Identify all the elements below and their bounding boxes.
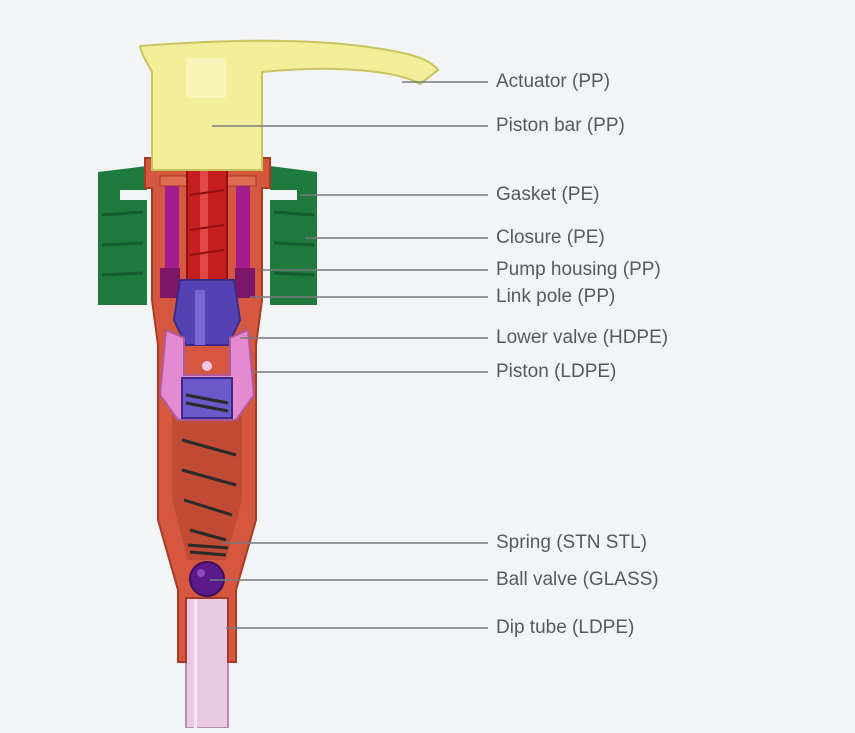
ball-valve-part (189, 561, 225, 597)
label-lower-valve: Lower valve (HDPE) (496, 327, 669, 348)
actuator-part (138, 39, 440, 171)
dip-tube-part (185, 584, 229, 729)
label-ball-valve: Ball valve (GLASS) (496, 569, 659, 590)
label-pump-housing: Pump housing (PP) (496, 259, 661, 280)
spring-part (181, 393, 237, 557)
label-piston-bar: Piston bar (PP) (496, 115, 625, 136)
label-dip-tube: Dip tube (LDPE) (496, 617, 635, 638)
link-pole-part (160, 186, 255, 298)
label-gasket: Gasket (PE) (496, 184, 600, 205)
leader-lines (210, 81, 488, 629)
label-actuator: Actuator (PP) (496, 71, 611, 92)
label-spring: Spring (STN STL) (496, 532, 647, 553)
piston-part (158, 328, 256, 421)
lower-valve-part (172, 279, 242, 346)
label-closure: Closure (PE) (496, 227, 605, 248)
label-piston: Piston (LDPE) (496, 361, 617, 382)
label-link-pole: Link pole (PP) (496, 286, 616, 307)
